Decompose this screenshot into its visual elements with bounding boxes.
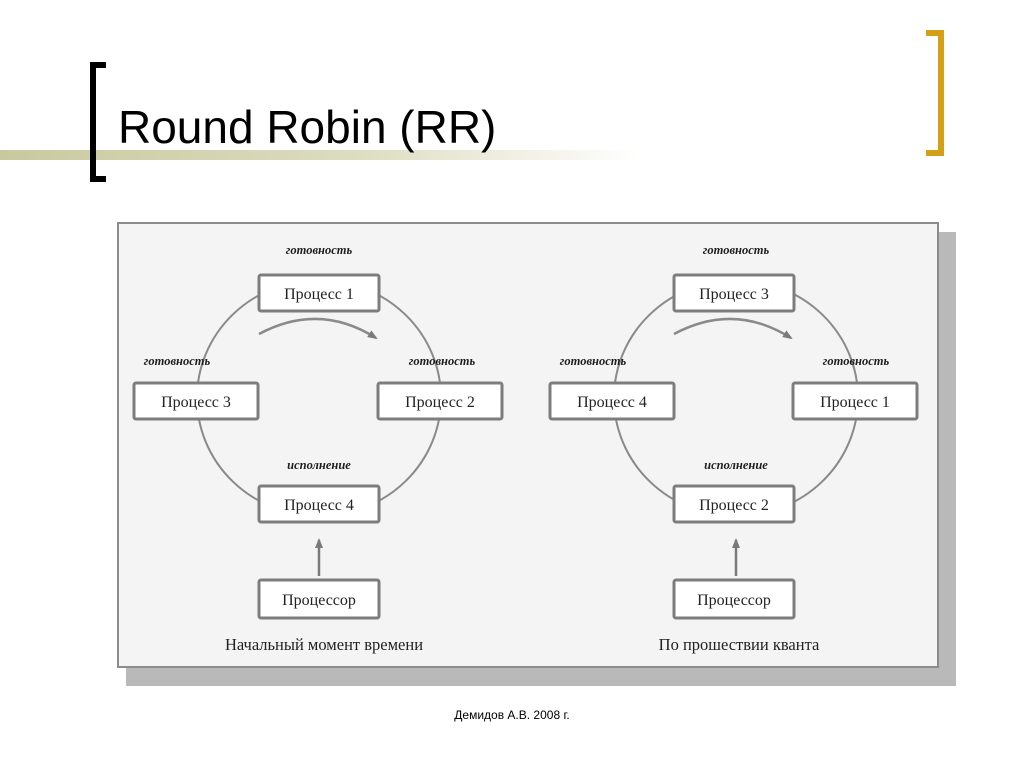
- process-label: Процесс 1: [820, 394, 890, 411]
- process-label: Процесс 2: [405, 394, 475, 411]
- round-robin-figure: готовность готовность готовность исполне…: [117, 222, 939, 668]
- title-underline-accent: [0, 150, 640, 160]
- state-label-left: готовность: [560, 354, 627, 368]
- diagram-initial-moment: готовность готовность готовность исполне…: [132, 243, 504, 654]
- processor-label: Процессор: [697, 592, 771, 609]
- process-box-left: Процесс 3: [132, 381, 260, 421]
- right-bracket-decoration: [926, 30, 944, 156]
- process-label: Процесс 2: [699, 497, 769, 514]
- process-box-right: Процесс 1: [791, 381, 919, 421]
- round-robin-diagram-svg: готовность готовность готовность исполне…: [132, 243, 919, 654]
- process-label: Процесс 4: [284, 497, 354, 514]
- left-bracket-decoration: [90, 62, 106, 182]
- slide-footer: Демидов А.В. 2008 г.: [454, 708, 570, 722]
- process-label: Процесс 1: [284, 286, 354, 303]
- rotation-arrow: [673, 317, 793, 340]
- process-label: Процесс 4: [577, 394, 647, 411]
- state-label-top: готовность: [703, 243, 770, 257]
- slide-title: Round Robin (RR): [118, 104, 505, 150]
- process-box-bottom: Процесс 4: [257, 484, 381, 524]
- diagram-caption: Начальный момент времени: [225, 635, 423, 654]
- process-label: Процесс 3: [699, 286, 769, 303]
- process-box-right: Процесс 2: [376, 381, 504, 421]
- state-label-top: готовность: [286, 243, 353, 257]
- state-label-right: готовность: [409, 354, 476, 368]
- diagram-caption: По прошествии кванта: [659, 635, 820, 654]
- process-box-bottom: Процесс 2: [672, 484, 796, 524]
- state-label-right: готовность: [823, 354, 890, 368]
- state-label-left: готовность: [144, 354, 211, 368]
- process-box-top: Процесс 3: [672, 273, 796, 313]
- process-box-left: Процесс 4: [548, 381, 676, 421]
- processor-box: Процессор: [257, 578, 381, 620]
- state-label-bottom: исполнение: [704, 458, 768, 472]
- state-label-bottom: исполнение: [287, 458, 351, 472]
- process-box-top: Процесс 1: [257, 273, 381, 313]
- diagram-after-quantum: готовность готовность готовность исполне…: [548, 243, 919, 654]
- rotation-arrow: [258, 317, 378, 340]
- processor-box: Процессор: [672, 578, 796, 620]
- process-label: Процесс 3: [161, 394, 231, 411]
- processor-label: Процессор: [282, 592, 356, 609]
